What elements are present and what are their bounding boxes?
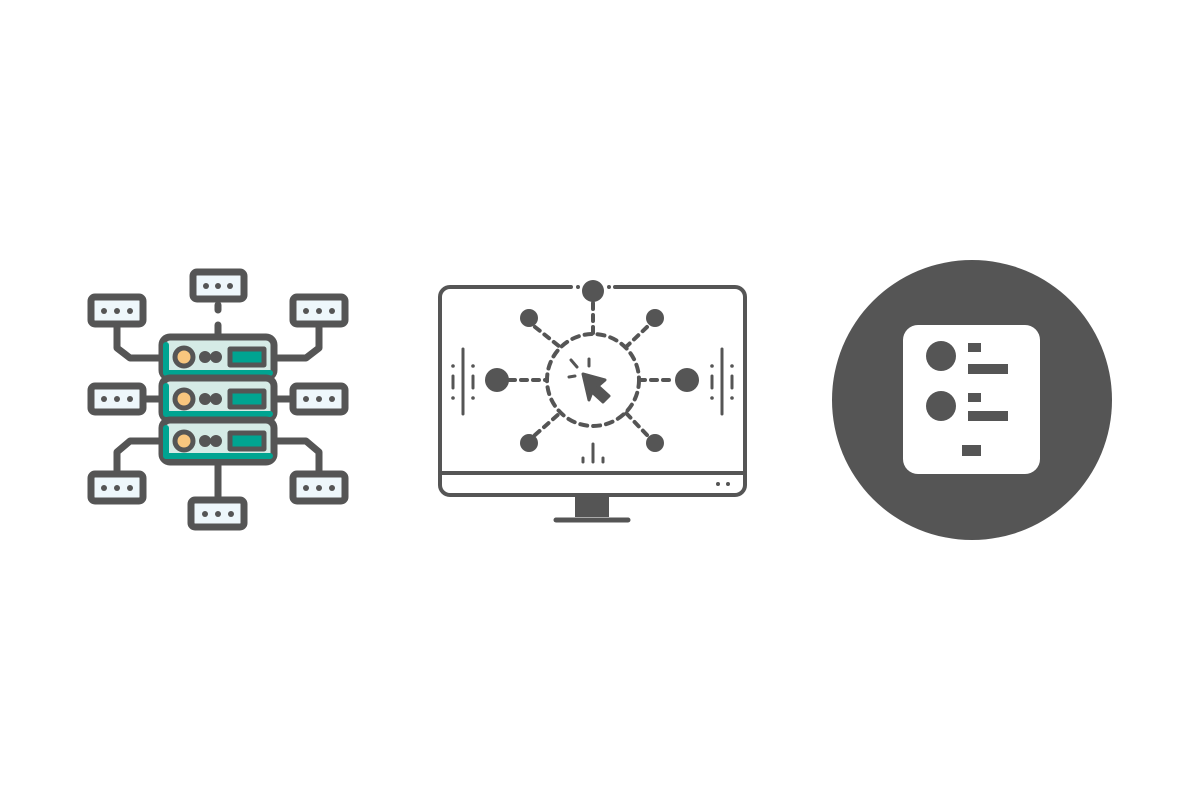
cursor-icon bbox=[581, 372, 611, 404]
form-list-icon bbox=[832, 260, 1112, 540]
monitor-stand bbox=[575, 495, 609, 517]
monitor-click-network-icon bbox=[438, 280, 747, 523]
terminal-box bbox=[87, 293, 147, 328]
terminal-box bbox=[289, 382, 349, 416]
server-unit bbox=[158, 333, 278, 382]
terminal-box bbox=[87, 382, 147, 416]
network-nodes bbox=[485, 280, 699, 452]
terminal-box bbox=[187, 496, 248, 531]
terminal-box bbox=[189, 268, 248, 303]
connector-lines bbox=[113, 301, 323, 504]
server-unit bbox=[158, 374, 278, 424]
terminal-box bbox=[289, 470, 349, 505]
server-network-icon bbox=[87, 268, 349, 531]
signal-bars bbox=[451, 347, 734, 464]
server-unit bbox=[158, 416, 278, 466]
terminal-box bbox=[289, 293, 349, 328]
server-stack bbox=[158, 333, 278, 466]
terminal-boxes bbox=[87, 268, 349, 531]
terminal-box bbox=[87, 470, 147, 505]
